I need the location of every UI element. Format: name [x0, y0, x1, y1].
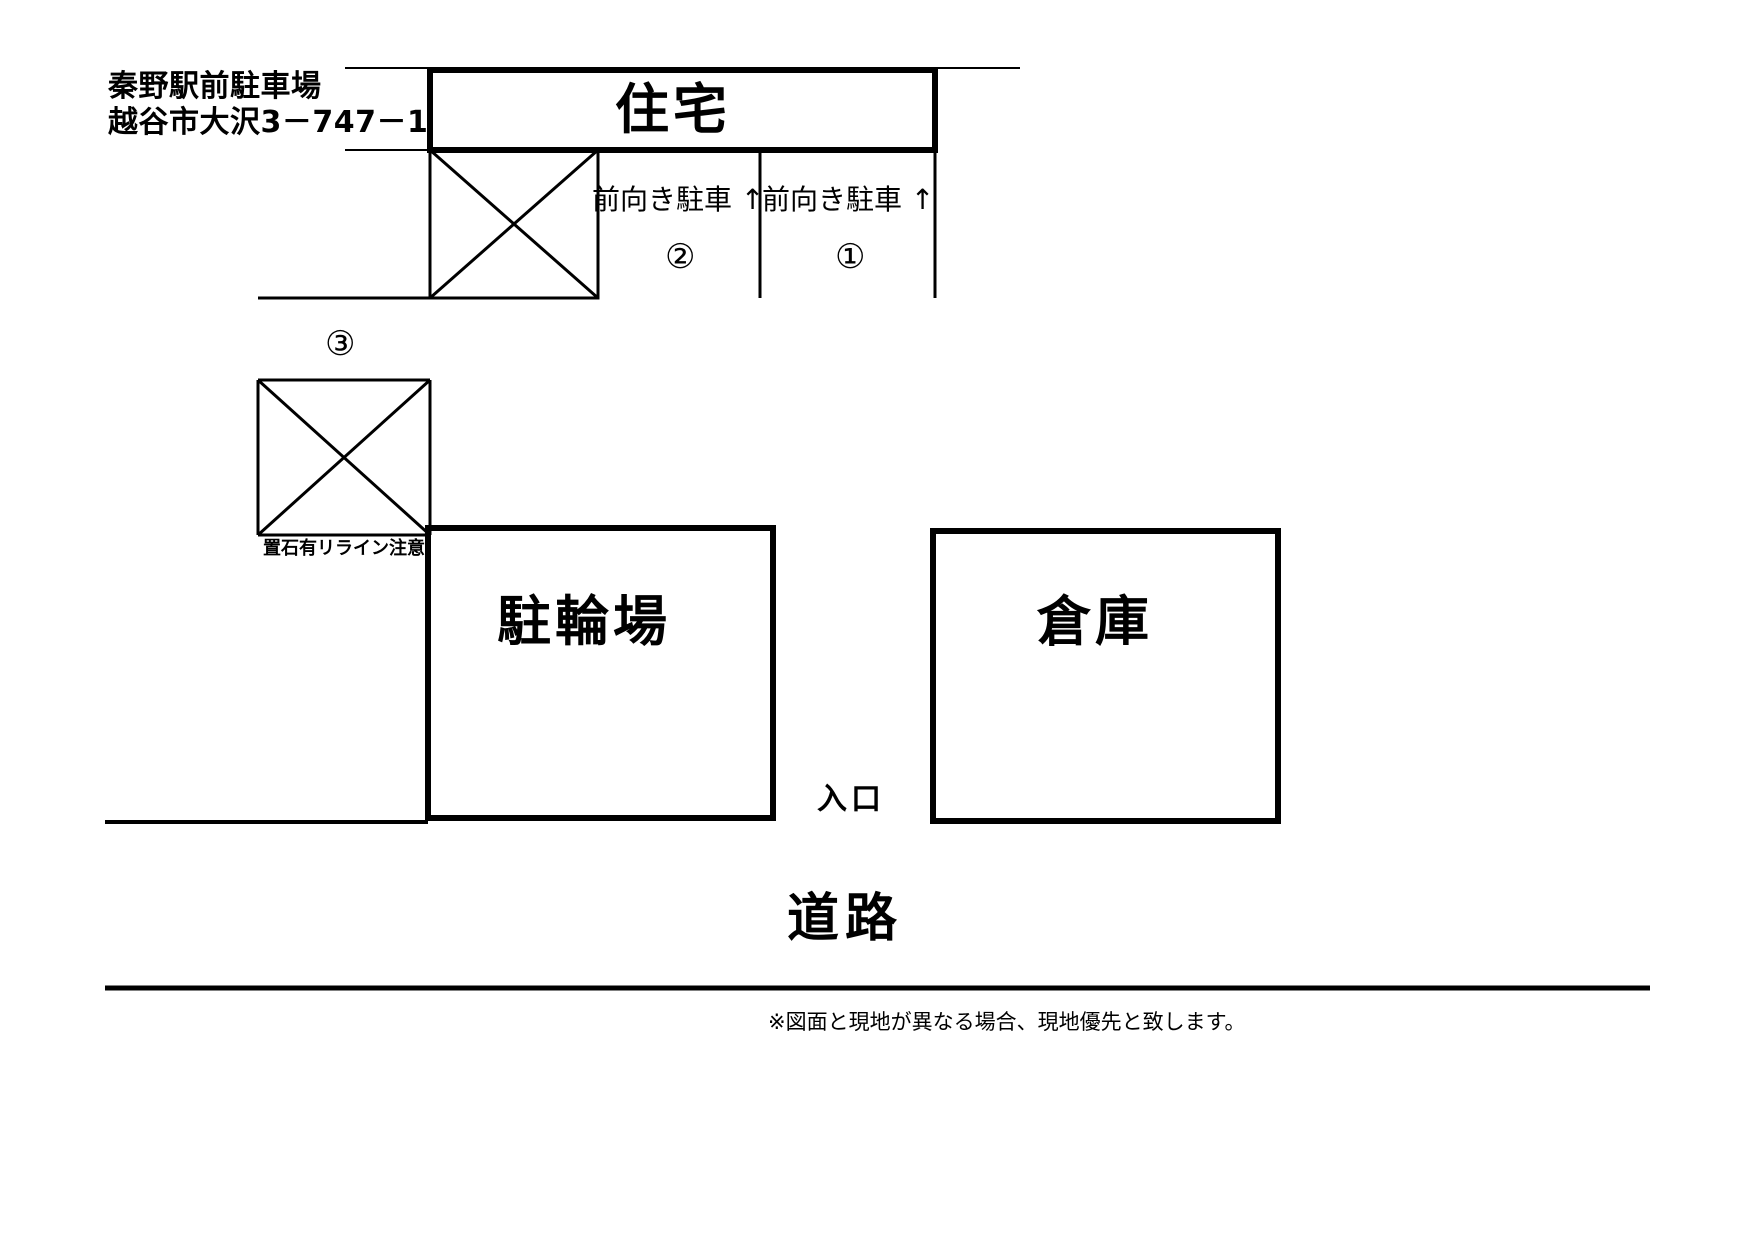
entrance-label: 入口	[817, 782, 885, 817]
disclaimer-note: ※図面と現地が異なる場合、現地優先と致します。	[768, 1010, 1246, 1034]
stall-1-direction-note: 前向き駐車 ↑	[762, 183, 935, 216]
stall-3-number: ③	[325, 324, 356, 364]
warehouse-label: 倉庫	[1037, 590, 1153, 653]
road-label: 道路	[787, 889, 904, 949]
facility-address: 越谷市大沢3－747－1	[108, 105, 429, 140]
facility-name: 秦野駅前駐車場	[108, 69, 322, 104]
bicycle-parking-label: 駐輪場	[497, 590, 671, 653]
stall-1-number: ①	[835, 237, 866, 277]
residence-label: 住宅	[615, 78, 731, 141]
stall-2-number: ②	[665, 237, 696, 277]
stall-2-direction-note: 前向き駐車 ↑	[592, 183, 765, 216]
stone-warning-note: 置石有リライン注意	[263, 538, 425, 559]
